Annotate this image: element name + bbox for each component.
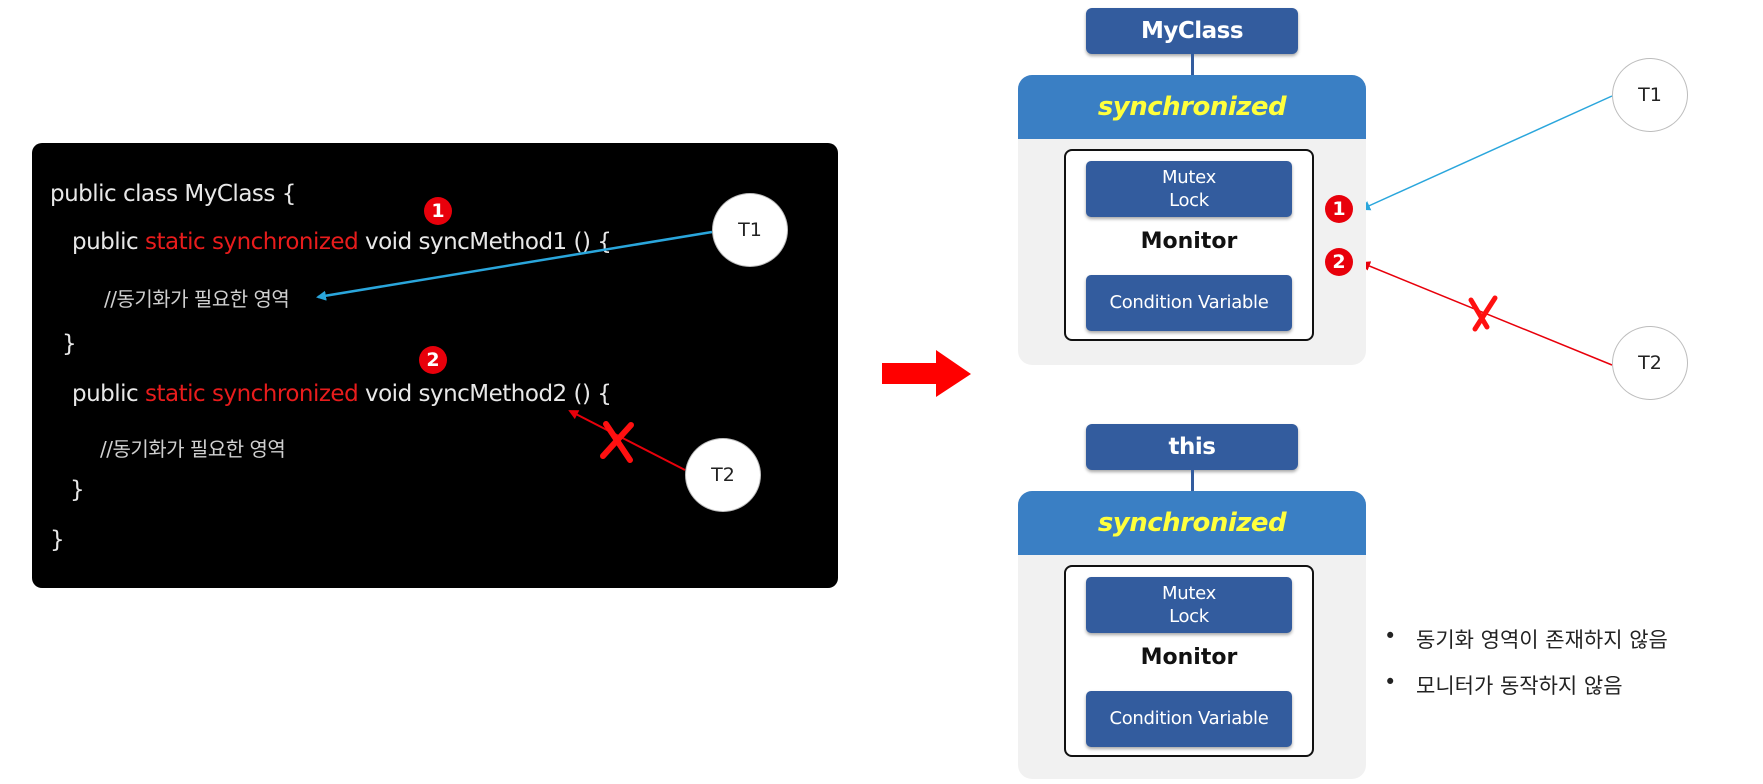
code-close-brace-2: } [70,477,85,503]
code-comment-2: //동기화가 필요한 영역 [100,437,286,461]
thread-t2-right: T2 [1612,326,1688,400]
t2-arrow-left [568,410,686,471]
condition-variable: Condition Variable [1086,691,1292,747]
thread-t2-left: T2 [685,438,761,512]
code-class-declaration: public class MyClass { [50,181,296,207]
t1-arrow-left [316,230,713,301]
code-text: public [72,229,146,255]
step-2-badge-right: 2 [1325,248,1353,276]
blocked-x-left-icon [600,421,634,463]
code-text: void syncMethod2 () { [358,381,612,407]
code-close-brace-class: } [50,527,65,553]
step-1-badge: 1 [424,197,452,225]
code-comment-1: //동기화가 필요한 영역 [104,287,290,311]
sync-header: synchronized [1018,491,1366,555]
monitor-label: Monitor [1140,645,1238,670]
mutex-label: Mutex [1162,167,1216,188]
condition-variable: Condition Variable [1086,275,1292,331]
class-label-this: this [1086,424,1298,470]
code-keyword: static synchronized [145,229,359,255]
class-label-myclass: MyClass [1086,8,1298,54]
step-2-badge: 2 [419,346,447,374]
code-sync-method1: public static synchronized void syncMeth… [72,229,612,255]
monitor-label: Monitor [1140,229,1238,254]
lock-label: Lock [1169,606,1209,627]
code-text: void syncMethod1 () { [358,229,612,255]
notes-list: 동기화 영역이 존재하지 않음 모니터가 동작하지 않음 [1384,624,1668,716]
note-item: 동기화 영역이 존재하지 않음 [1384,624,1668,670]
thread-t1-left: T1 [712,193,788,267]
lock-label: Lock [1169,190,1209,211]
code-sync-method2: public static synchronized void syncMeth… [72,381,612,407]
code-text: public [72,381,146,407]
connector-line [1191,54,1194,76]
right-arrow-icon [882,350,971,397]
sync-header: synchronized [1018,75,1366,139]
mutex-label: Mutex [1162,583,1216,604]
code-close-brace-1: } [62,331,77,357]
thread-t1-right: T1 [1612,58,1688,132]
step-1-badge-right: 1 [1325,195,1353,223]
t1-arrow-right [1360,95,1613,211]
connector-line [1191,470,1194,492]
blocked-x-right-icon [1468,295,1498,332]
note-item: 모니터가 동작하지 않음 [1384,670,1668,716]
code-keyword: static synchronized [145,381,359,407]
